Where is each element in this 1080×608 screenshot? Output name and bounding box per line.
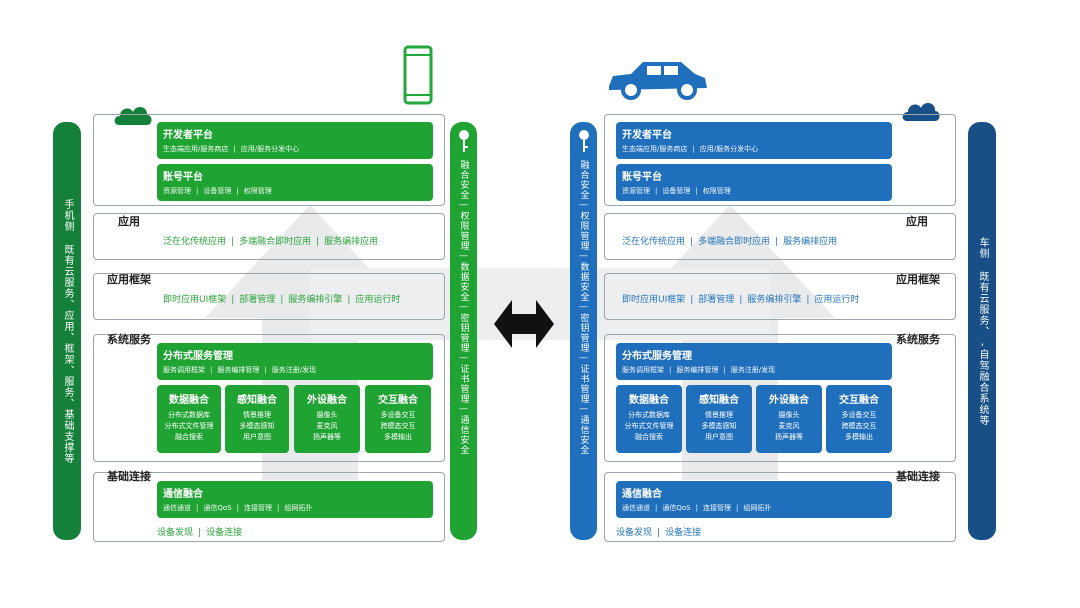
- right-framework-items: 即时应用UI框架|部署管理|服务编排引擎|应用运行时: [622, 295, 860, 305]
- left-app-items: 泛在化传统应用|多端融合即时应用|服务编排应用: [163, 237, 379, 247]
- left-framework-items: 即时应用UI框架|部署管理|服务编排引擎|应用运行时: [163, 295, 401, 305]
- right-basic-title: 基础连接: [896, 470, 940, 483]
- left-data-fusion: 数据融合 分布式数据库分布式文件管理融合搜索: [157, 385, 221, 453]
- left-interaction-fusion: 交互融合 多设备交互跨模态交互多模输出: [365, 385, 431, 453]
- right-comm-fusion: 通信融合 通信通道|通信QoS|连接管理|组网拓扑: [616, 481, 892, 518]
- right-framework-layer: [604, 273, 956, 320]
- middle-band: [310, 268, 770, 340]
- left-dev-platform-title: 开发者平台: [163, 130, 213, 141]
- left-platform-frame: [93, 114, 445, 206]
- left-comm-title: 通信融合: [163, 489, 203, 500]
- left-basic-items: 设备发现|设备连接: [157, 528, 243, 538]
- left-system-title: 系统服务: [107, 333, 151, 346]
- key-icon: [458, 130, 469, 152]
- right-developer-platform: 开发者平台 生态端应用/服务商店|应用/服务分发中心: [616, 122, 892, 159]
- right-peripheral-fusion: 外设融合 摄像头麦克风扬声器等: [756, 385, 822, 453]
- right-comm-items: 通信通道|通信QoS|连接管理|组网拓扑: [622, 504, 772, 512]
- right-perception-fusion: 感知融合 情景推理多模态感知用户意图: [686, 385, 752, 453]
- right-basic-layer: [604, 472, 956, 542]
- bidirectional-arrow-icon: [494, 300, 554, 348]
- left-perception-fusion: 感知融合 情景推理多模态感知用户意图: [225, 385, 289, 453]
- right-data-fusion: 数据融合 分布式数据库分布式文件管理融合搜索: [616, 385, 682, 453]
- right-account-platform-title: 账号平台: [622, 172, 662, 183]
- phone-icon: [403, 45, 433, 105]
- car-icon: [609, 62, 707, 100]
- right-platform-frame: [604, 114, 956, 206]
- left-comm-fusion: 通信融合 通信通道|通信QoS|连接管理|组网拓扑: [157, 481, 433, 518]
- left-security-label: 融合安全—权限管理—数据安全—密钥管理—证书管理—通信安全: [458, 160, 469, 455]
- left-peripheral-fusion: 外设融合 摄像头麦克风扬声器等: [294, 385, 360, 453]
- right-app-layer: [604, 213, 956, 260]
- left-distributed-items: 服务调用框架|服务编排管理|服务注册/发现: [163, 366, 317, 374]
- left-framework-layer: [93, 273, 445, 320]
- right-distributed-items: 服务调用框架|服务编排管理|服务注册/发现: [622, 366, 776, 374]
- right-side-label-bar: 车侧 既有云服务、,自驾融合系统等: [968, 122, 996, 540]
- left-account-platform-items: 资源管理|设备管理|权限管理: [163, 187, 272, 195]
- right-distributed-service: 分布式服务管理 服务调用框架|服务编排管理|服务注册/发现: [616, 343, 892, 380]
- right-account-platform: 账号平台 资源管理|设备管理|权限管理: [616, 164, 892, 201]
- left-basic-title: 基础连接: [107, 470, 151, 483]
- right-security-label: 融合安全—权限管理—数据安全—密钥管理—证书管理—通信安全: [578, 160, 589, 455]
- right-app-title: 应用: [906, 215, 928, 228]
- left-distributed-title: 分布式服务管理: [163, 351, 233, 362]
- right-interaction-fusion: 交互融合 多设备交互跨模态交互多模输出: [826, 385, 892, 453]
- left-side-label: 手机侧 既有云服务、应用、框架、服务、基础支撑等: [62, 198, 73, 464]
- left-developer-platform: 开发者平台 生态端应用/服务商店|应用/服务分发中心: [157, 122, 433, 159]
- left-framework-title: 应用框架: [107, 273, 151, 286]
- left-comm-items: 通信通道|通信QoS|连接管理|组网拓扑: [163, 504, 313, 512]
- cloud-icon: [902, 102, 940, 121]
- right-side-label: 车侧 既有云服务、,自驾融合系统等: [977, 236, 988, 426]
- right-app-items: 泛在化传统应用|多端融合即时应用|服务编排应用: [622, 237, 838, 247]
- left-basic-layer: [93, 472, 445, 542]
- right-security-bar: 融合安全—权限管理—数据安全—密钥管理—证书管理—通信安全: [570, 122, 597, 540]
- left-app-layer: [93, 213, 445, 260]
- right-account-platform-items: 资源管理|设备管理|权限管理: [622, 187, 731, 195]
- right-basic-items: 设备发现|设备连接: [616, 528, 702, 538]
- right-dev-platform-items: 生态端应用/服务商店|应用/服务分发中心: [622, 145, 759, 153]
- left-app-title: 应用: [118, 215, 140, 228]
- left-side-label-bar: 手机侧 既有云服务、应用、框架、服务、基础支撑等: [53, 122, 81, 540]
- right-comm-title: 通信融合: [622, 489, 662, 500]
- right-dev-platform-title: 开发者平台: [622, 130, 672, 141]
- right-framework-title: 应用框架: [896, 273, 940, 286]
- key-icon: [578, 130, 589, 152]
- left-security-bar: 融合安全—权限管理—数据安全—密钥管理—证书管理—通信安全: [450, 122, 477, 540]
- left-distributed-service: 分布式服务管理 服务调用框架|服务编排管理|服务注册/发现: [157, 343, 433, 380]
- left-account-platform: 账号平台 资源管理|设备管理|权限管理: [157, 164, 433, 201]
- cloud-icon: [114, 106, 152, 125]
- right-distributed-title: 分布式服务管理: [622, 351, 692, 362]
- left-account-platform-title: 账号平台: [163, 172, 203, 183]
- left-dev-platform-items: 生态端应用/服务商店|应用/服务分发中心: [163, 145, 300, 153]
- right-system-title: 系统服务: [896, 333, 940, 346]
- right-system-layer: [604, 334, 956, 462]
- left-system-layer: [93, 334, 445, 462]
